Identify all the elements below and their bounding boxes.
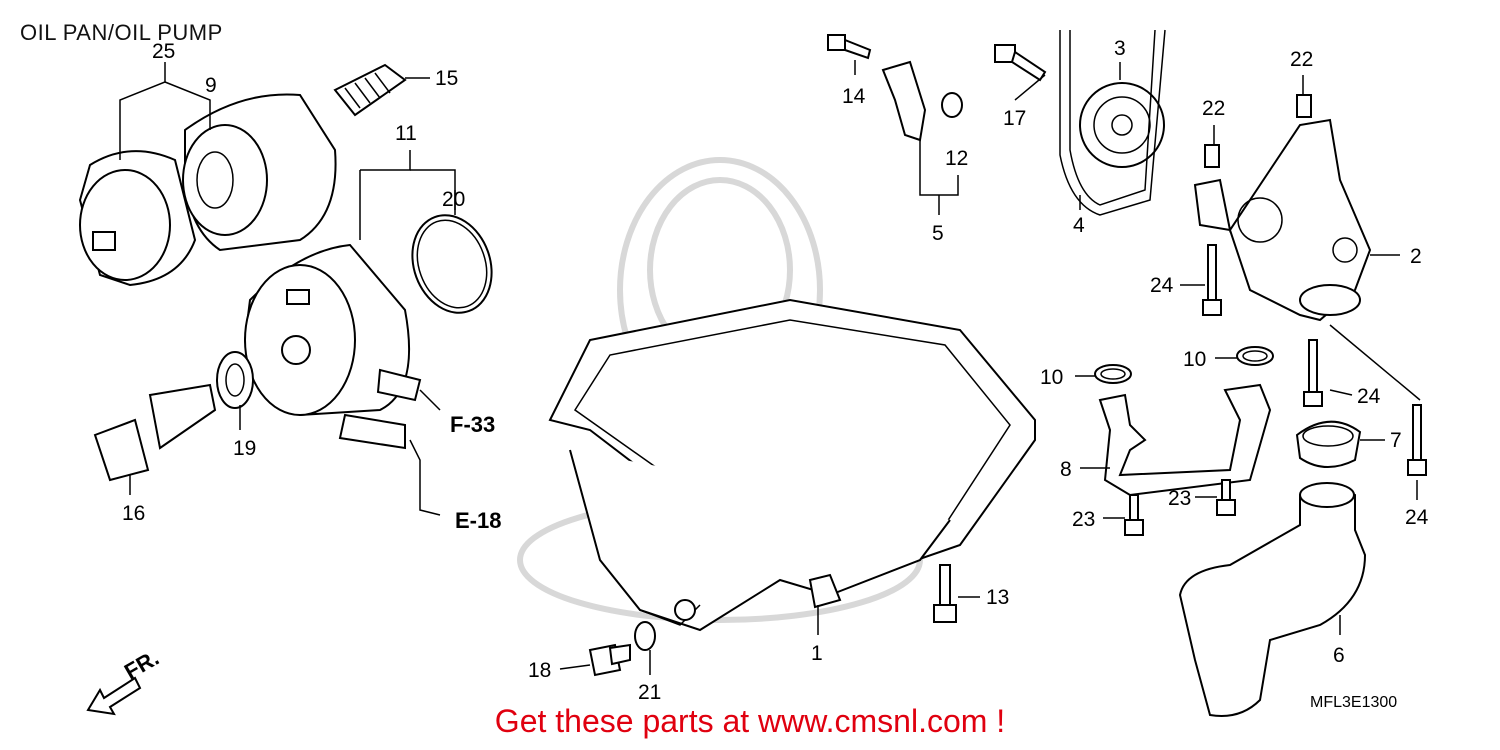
oil-pipe-8[interactable] [1098,383,1272,497]
ref-f33[interactable]: F-33 [450,412,495,437]
callout-21: 21 [638,681,661,704]
callout-18: 18 [528,659,551,682]
diagram-title: OIL PAN/OIL PUMP [20,20,223,45]
leader-lines [119,60,1421,675]
guide-5[interactable] [881,60,927,142]
washer-19[interactable] [216,351,254,409]
callout-7: 7 [1390,429,1402,452]
o-ring-10a[interactable] [1094,364,1132,384]
callout-15: 15 [435,67,458,90]
bolt-16[interactable] [93,383,217,482]
oil-filter-9[interactable] [182,93,337,252]
callout-1: 1 [811,642,823,665]
callout-9: 9 [205,74,217,97]
callouts: 25 9 15 11 20 19 16 14 12 5 17 3 4 22 22… [122,37,1429,704]
callout-3: 3 [1114,37,1126,60]
callout-5: 5 [932,222,944,245]
bolt-24b[interactable] [1303,339,1323,407]
stud-15[interactable] [333,63,407,117]
callout-17: 17 [1003,107,1026,130]
bolt-14[interactable] [827,34,872,60]
callout-10a: 10 [1040,366,1063,389]
callout-10b: 10 [1183,348,1206,371]
o-ring-20[interactable] [399,204,505,324]
callout-20: 20 [442,188,465,211]
seal-7[interactable] [1295,420,1362,468]
oil-strainer-6[interactable] [1178,482,1367,717]
callout-13: 13 [986,586,1009,609]
oil-pump-2[interactable] [1193,118,1372,322]
callout-25: 25 [152,40,175,63]
promo-banner[interactable]: Get these parts at www.cmsnl.com ! [494,703,1006,739]
dowel-22b[interactable] [1204,144,1220,168]
sprocket-3[interactable] [1079,82,1165,168]
callout-8: 8 [1060,458,1072,481]
bolt-24a[interactable] [1202,244,1222,316]
oil-filter-25[interactable] [78,150,197,287]
callout-4: 4 [1073,214,1085,237]
callout-16: 16 [122,502,145,525]
callout-24b: 24 [1357,385,1381,408]
callout-22a: 22 [1290,48,1313,71]
ref-e18[interactable]: E-18 [455,508,501,533]
callout-23b: 23 [1168,487,1191,510]
callout-12: 12 [945,147,968,170]
front-label: FR. [120,645,163,684]
callout-24a: 24 [1150,274,1174,297]
callout-2: 2 [1410,245,1422,268]
o-ring-10b[interactable] [1236,346,1274,366]
callout-19: 19 [233,437,256,460]
washer-21[interactable] [634,621,656,651]
collar-12[interactable] [941,92,963,118]
callout-23a: 23 [1072,508,1095,531]
chain-4[interactable] [1059,29,1166,216]
bolt-13[interactable] [933,564,957,623]
bolt-17[interactable] [994,44,1047,82]
bolt-23b[interactable] [1216,479,1236,516]
oil-pan-1[interactable] [548,298,1036,632]
callout-6: 6 [1333,644,1345,667]
dowel-22a[interactable] [1296,94,1312,118]
callout-14: 14 [842,85,866,108]
oil-cooler-11[interactable] [243,243,422,450]
drain-bolt-18[interactable] [588,643,631,677]
diagram-code: MFL3E1300 [1310,694,1398,711]
bolt-23a[interactable] [1124,494,1144,536]
callout-11: 11 [395,122,417,145]
bolt-24c[interactable] [1407,404,1427,476]
callout-24c: 24 [1405,506,1429,529]
callout-22b: 22 [1202,97,1225,120]
